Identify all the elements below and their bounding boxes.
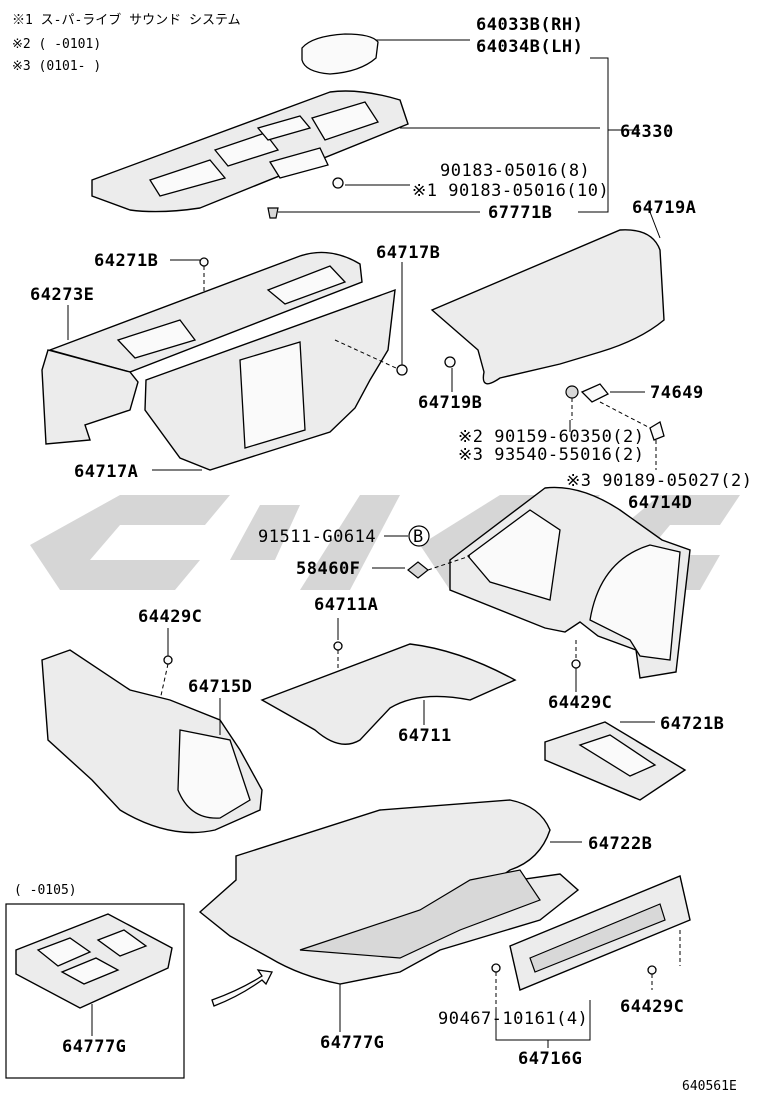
speaker-cover-part [301, 33, 379, 75]
package-tray-part [91, 90, 409, 219]
label-64330: 64330 [620, 122, 674, 142]
label-90159: ※2 90159-60350(2) [458, 427, 645, 447]
label-90467: 90467-10161(4) [438, 1009, 588, 1029]
note-2: ※2 ( -0101) [12, 37, 101, 52]
tray-64721b-part [544, 721, 687, 801]
label-64714d: 64714D [628, 493, 692, 513]
trunk-mat-64711-part [260, 643, 517, 745]
label-64719b: 64719B [418, 393, 482, 413]
label-64717b: 64717B [376, 243, 440, 263]
trunk-floor-mat-64722b-part [198, 799, 580, 985]
tool-tray-64777g-part [15, 913, 173, 1009]
label-74649: 74649 [650, 383, 704, 403]
label-64721b: 64721B [660, 714, 724, 734]
label-64722b: 64722B [588, 834, 652, 854]
direction-arrow [211, 969, 273, 1007]
note-3: ※3 (0101- ) [12, 59, 101, 74]
label-64273e: 64273E [30, 285, 94, 305]
label-64719a: 64719A [632, 198, 696, 218]
label-90183-a: 90183-05016(8) [440, 161, 590, 181]
label-64429c-left: 64429C [138, 607, 202, 627]
inset-box-frame [5, 903, 185, 1079]
label-64711a: 64711A [314, 595, 378, 615]
catalog-number: 640561E [682, 1079, 737, 1094]
note-1: ※1 ス-パ-ライブ サウンド システム [12, 12, 241, 28]
label-64717a: 64717A [74, 462, 138, 482]
label-64034b: 64034B(LH) [476, 37, 583, 57]
panel-64273e-part [41, 251, 363, 445]
b-mark-circle [408, 525, 430, 547]
trunk-side-trim-left-part [41, 649, 263, 834]
trunk-lid-trim-part [430, 229, 665, 385]
label-64715d: 64715D [188, 677, 252, 697]
label-67771b: 67771B [488, 203, 552, 223]
label-64429c-right: 64429C [548, 693, 612, 713]
label-58460f: 58460F [296, 559, 360, 579]
label-64429c-bottom: 64429C [620, 997, 684, 1017]
trunk-side-trim-right-part [449, 486, 691, 679]
label-64711: 64711 [398, 726, 452, 746]
label-93540: ※3 93540-55016(2) [458, 445, 645, 465]
label-64777g: 64777G [320, 1033, 384, 1053]
panel-64717a-part [144, 288, 396, 471]
sill-plate-64716g-part [509, 875, 691, 991]
b-mark: B [413, 527, 424, 547]
label-90183-b: ※1 90183-05016(10) [412, 181, 609, 201]
label-90189: ※3 90189-05027(2) [566, 471, 753, 491]
label-64777g-box: 64777G [62, 1037, 126, 1057]
label-64033b: 64033B(RH) [476, 15, 583, 35]
label-91511: 91511-G0614 [258, 527, 376, 547]
label-64716g: 64716G [518, 1049, 582, 1069]
inset-box-note: ( -0105) [14, 883, 77, 898]
label-64271b: 64271B [94, 251, 158, 271]
